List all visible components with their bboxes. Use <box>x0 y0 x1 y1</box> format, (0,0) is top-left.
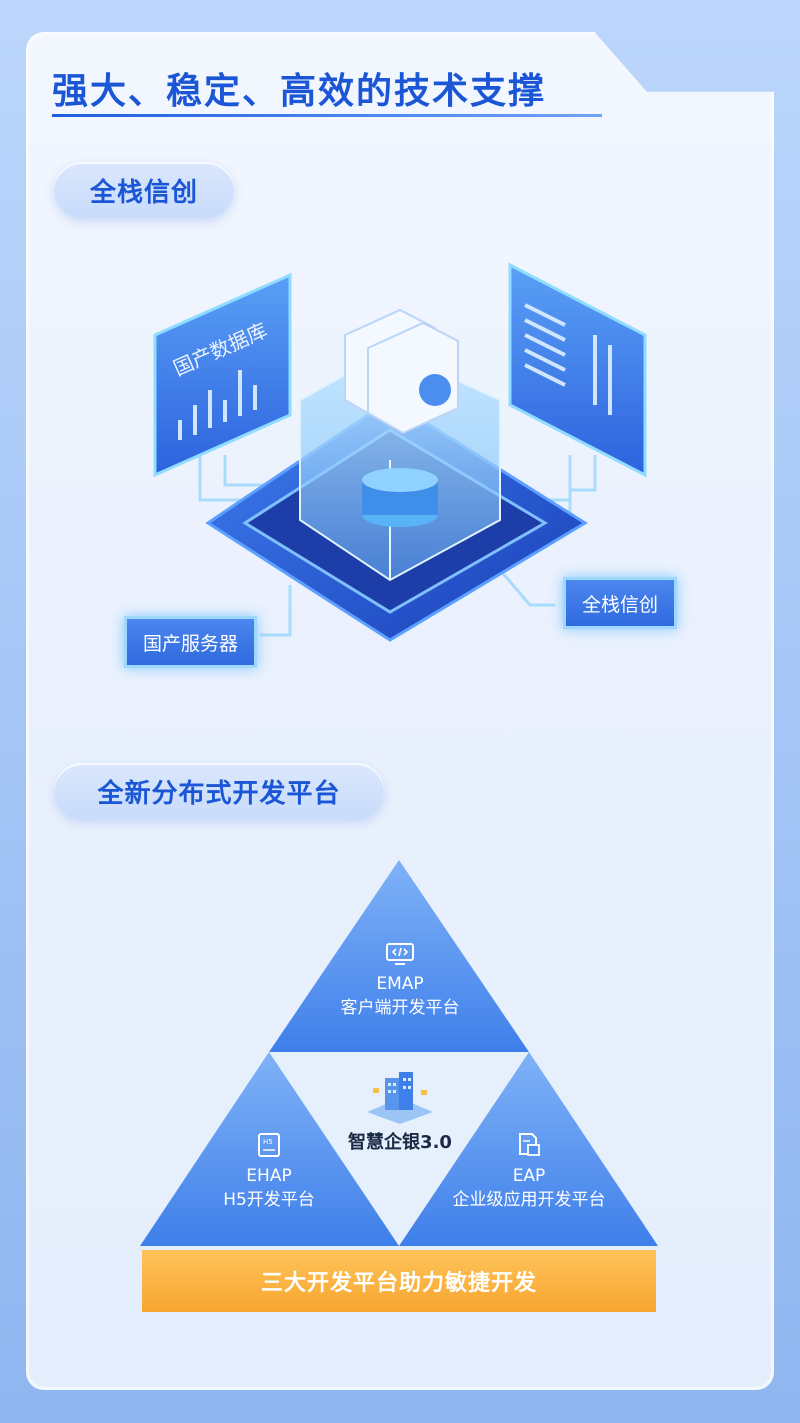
emap-block: EMAP 客户端开发平台 <box>320 942 480 1020</box>
document-box-icon <box>519 1133 540 1156</box>
bottom-banner: 三大开发平台助力敏捷开发 <box>142 1250 656 1312</box>
title-underline <box>52 114 602 117</box>
ehap-code: EHAP <box>246 1166 292 1186</box>
ehap-block: H5 EHAP H5开发平台 <box>194 1132 344 1212</box>
emap-code: EMAP <box>376 974 424 994</box>
server-chip-illustration <box>153 262 647 642</box>
section-pill-dev-platform: 全新分布式开发平台 <box>54 763 384 819</box>
svg-text:H5: H5 <box>263 1138 273 1146</box>
section-pill-fullstack: 全栈信创 <box>54 162 234 218</box>
emap-name: 客户端开发平台 <box>340 998 460 1018</box>
code-monitor-icon <box>386 943 414 965</box>
building-icon <box>367 1072 433 1124</box>
tag-fullstack: 全栈信创 <box>563 577 678 629</box>
h5-icon: H5 <box>258 1133 280 1157</box>
page-title: 强大、稳定、高效的技术支撑 <box>52 71 547 112</box>
eap-code: EAP <box>512 1166 546 1186</box>
eap-block: EAP 企业级应用开发平台 <box>434 1132 624 1212</box>
center-product-name: 智慧企银3.0 <box>348 1132 452 1153</box>
ehap-name: H5开发平台 <box>223 1190 315 1210</box>
eap-name: 企业级应用开发平台 <box>452 1190 606 1210</box>
tag-domestic-server: 国产服务器 <box>124 616 258 668</box>
